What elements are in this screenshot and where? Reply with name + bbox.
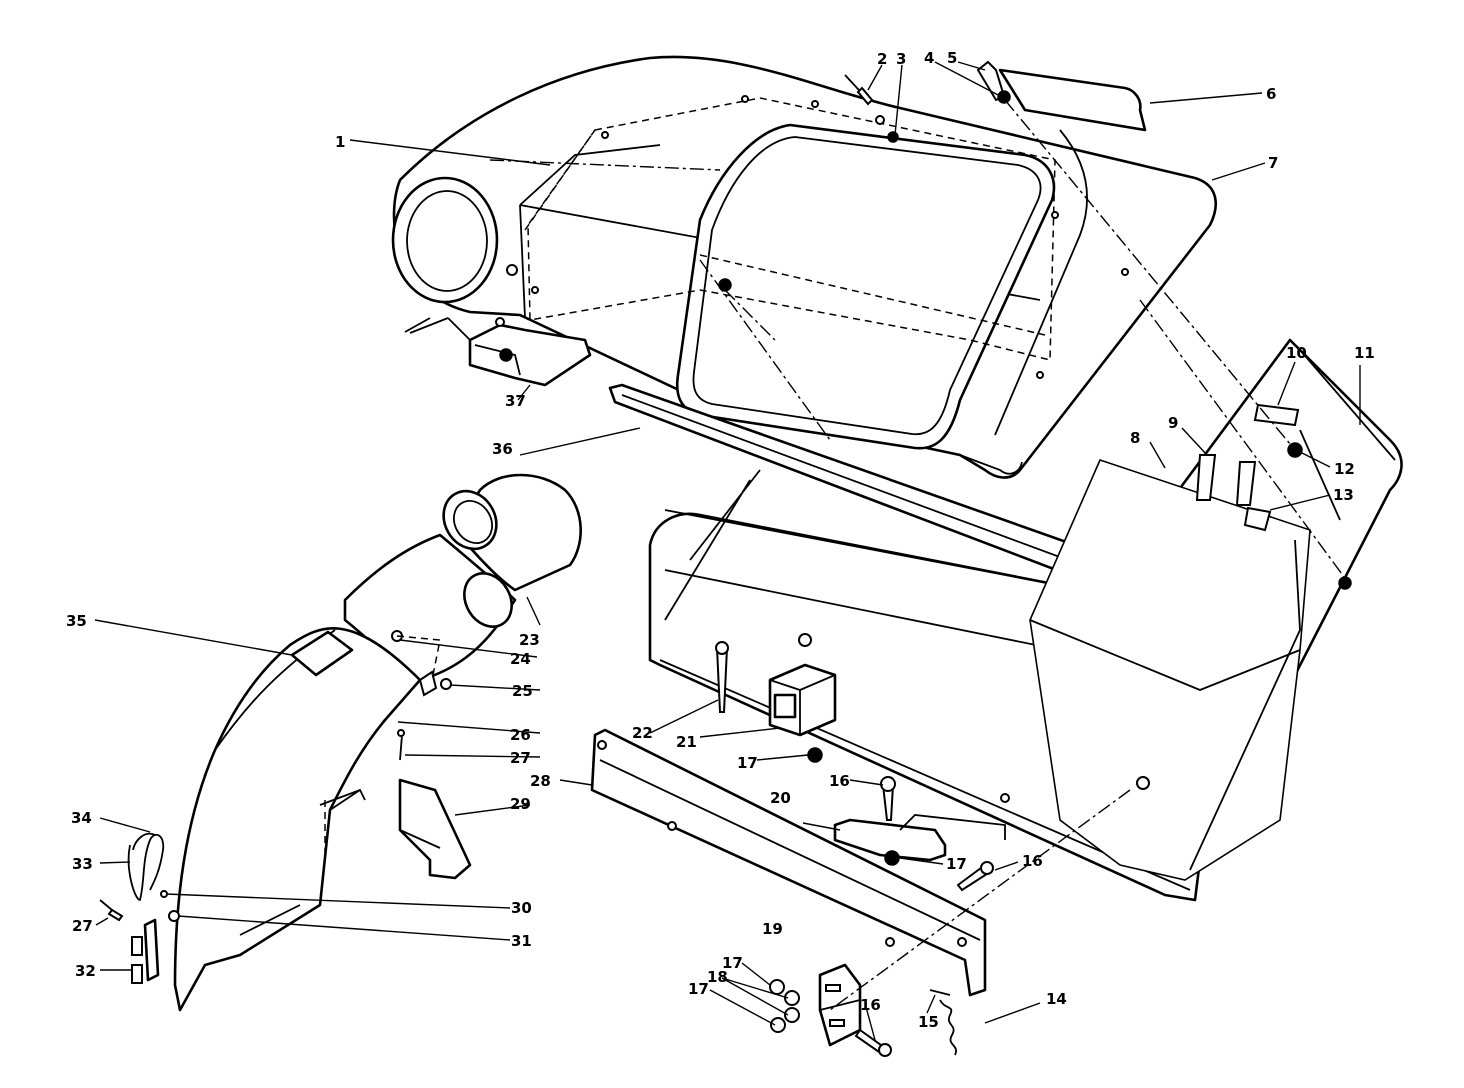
hairpin-clip — [127, 833, 165, 901]
callout-23: 23 — [519, 631, 540, 649]
callout-28: 28 — [530, 772, 551, 790]
hopper-frame — [648, 338, 1403, 902]
callout-31: 31 — [511, 932, 532, 950]
callout-21: 21 — [676, 733, 697, 751]
lid-hardware — [844, 60, 1011, 125]
callout-20: 20 — [770, 789, 791, 807]
callout-24: 24 — [510, 650, 531, 668]
lid-plate — [998, 68, 1147, 132]
callout-34: 34 — [71, 809, 92, 827]
hitch-mount — [715, 641, 837, 763]
callout-13: 13 — [1333, 486, 1354, 504]
callout-6: 6 — [1266, 85, 1276, 103]
callout-16a: 16 — [829, 772, 850, 790]
angle-bracket — [769, 963, 892, 1057]
callout-3: 3 — [896, 50, 906, 68]
callout-37: 37 — [505, 392, 526, 410]
callout-17a: 17 — [737, 754, 758, 772]
leader-lines — [94, 61, 1361, 1041]
callout-15: 15 — [918, 1013, 939, 1031]
callout-27b: 27 — [72, 917, 93, 935]
callout-14: 14 — [1046, 990, 1067, 1008]
callout-7: 7 — [1268, 154, 1278, 172]
callout-35: 35 — [66, 612, 87, 630]
callout-2: 2 — [877, 50, 887, 68]
callout-18: 18 — [707, 968, 728, 986]
callout-4: 4 — [924, 49, 934, 67]
hitch-channel — [590, 728, 987, 997]
hopper-lid — [391, 55, 1217, 479]
callout-labels: 1 2 3 4 5 6 7 8 9 10 11 12 13 14 15 16 1… — [66, 49, 1375, 1031]
callout-33: 33 — [72, 855, 93, 873]
callout-5: 5 — [947, 49, 957, 67]
callout-27a: 27 — [510, 749, 531, 767]
callout-26: 26 — [510, 726, 531, 744]
catcher-bag — [1029, 459, 1311, 881]
callout-19: 19 — [762, 920, 783, 938]
lid-mounting-holes — [506, 95, 1129, 379]
callout-29: 29 — [510, 795, 531, 813]
callout-22: 22 — [632, 724, 653, 742]
callout-17b: 17 — [946, 855, 967, 873]
callout-30: 30 — [511, 899, 532, 917]
callout-1: 1 — [335, 133, 345, 151]
callout-12: 12 — [1334, 460, 1355, 478]
callout-17c: 17 — [722, 954, 743, 972]
callout-10: 10 — [1286, 344, 1307, 362]
callout-17d: 17 — [688, 980, 709, 998]
callout-8: 8 — [1130, 429, 1140, 447]
callout-16c: 16 — [860, 996, 881, 1014]
discharge-chute — [99, 473, 582, 1012]
callout-32: 32 — [75, 962, 96, 980]
callout-16b: 16 — [1022, 852, 1043, 870]
callout-25: 25 — [512, 682, 533, 700]
callout-9: 9 — [1168, 414, 1178, 432]
chute-bracket — [404, 317, 592, 387]
mounting-bracket-20 — [833, 776, 1006, 866]
callout-36: 36 — [492, 440, 513, 458]
callout-11: 11 — [1354, 344, 1375, 362]
spring — [939, 999, 957, 1056]
